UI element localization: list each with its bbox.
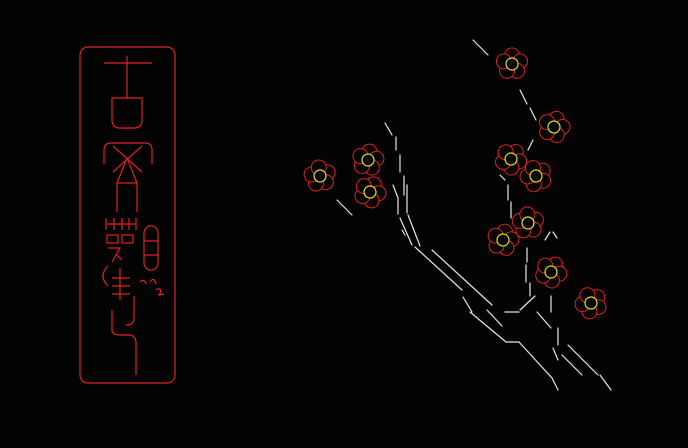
plum-blossom-icon xyxy=(487,223,520,256)
branch-stroke xyxy=(469,311,520,343)
blossom-center xyxy=(547,120,561,134)
plum-blossom-icon xyxy=(494,143,528,176)
branch-stroke xyxy=(414,246,463,291)
blossom-center xyxy=(529,169,543,183)
branch-stroke xyxy=(472,39,489,56)
blossom-center xyxy=(313,169,327,183)
blossom-center xyxy=(504,152,518,166)
branch-stroke xyxy=(599,374,612,391)
branch-stroke xyxy=(399,217,413,246)
branch-stroke xyxy=(544,231,551,241)
branch-stroke xyxy=(431,249,493,306)
plum-blossom-icon xyxy=(354,176,387,209)
seal-border xyxy=(79,46,176,384)
branch-stroke xyxy=(529,107,537,121)
plum-blossom-icon xyxy=(574,287,607,320)
branch-stroke xyxy=(561,354,583,376)
branch-stroke xyxy=(392,184,399,215)
blossom-center xyxy=(521,216,535,230)
plum-blossom-icon xyxy=(303,159,336,192)
blossom-center xyxy=(584,296,598,310)
blossom-center xyxy=(544,265,558,279)
plum-blossoms xyxy=(303,47,607,320)
plum-blossom-icon xyxy=(539,110,571,144)
branch-stroke xyxy=(519,89,528,105)
plum-branch xyxy=(336,39,612,391)
plum-blossom-icon xyxy=(511,206,544,239)
ancient-character-glyph-1 xyxy=(104,56,152,129)
branch-stroke xyxy=(552,231,558,239)
blossom-center xyxy=(505,57,519,71)
branch-stroke xyxy=(499,174,506,181)
branch-stroke xyxy=(336,199,353,216)
branch-stroke xyxy=(407,214,421,247)
red-seal-stamp xyxy=(79,46,176,384)
branch-stroke xyxy=(384,122,393,136)
blossom-center xyxy=(361,153,375,167)
branch-stroke xyxy=(401,229,406,236)
branch-stroke xyxy=(462,296,473,313)
branch-stroke xyxy=(518,341,559,391)
ancient-character-glyph-4 xyxy=(102,265,165,375)
blossom-center xyxy=(496,233,510,247)
plum-blossom-icon xyxy=(495,47,529,79)
branch-stroke xyxy=(519,295,536,311)
plum-blossom-icon xyxy=(535,256,568,289)
branch-stroke xyxy=(552,347,559,361)
branch-stroke xyxy=(536,311,552,329)
branch-stroke xyxy=(567,344,599,376)
plum-blossom-icon xyxy=(519,160,552,193)
ancient-character-glyph-2 xyxy=(103,142,153,212)
branch-stroke xyxy=(486,309,503,327)
plum-blossom-icon xyxy=(352,143,385,176)
ancient-character-glyph-3 xyxy=(105,218,159,271)
blossom-center xyxy=(363,185,377,199)
branch-stroke xyxy=(527,139,534,151)
